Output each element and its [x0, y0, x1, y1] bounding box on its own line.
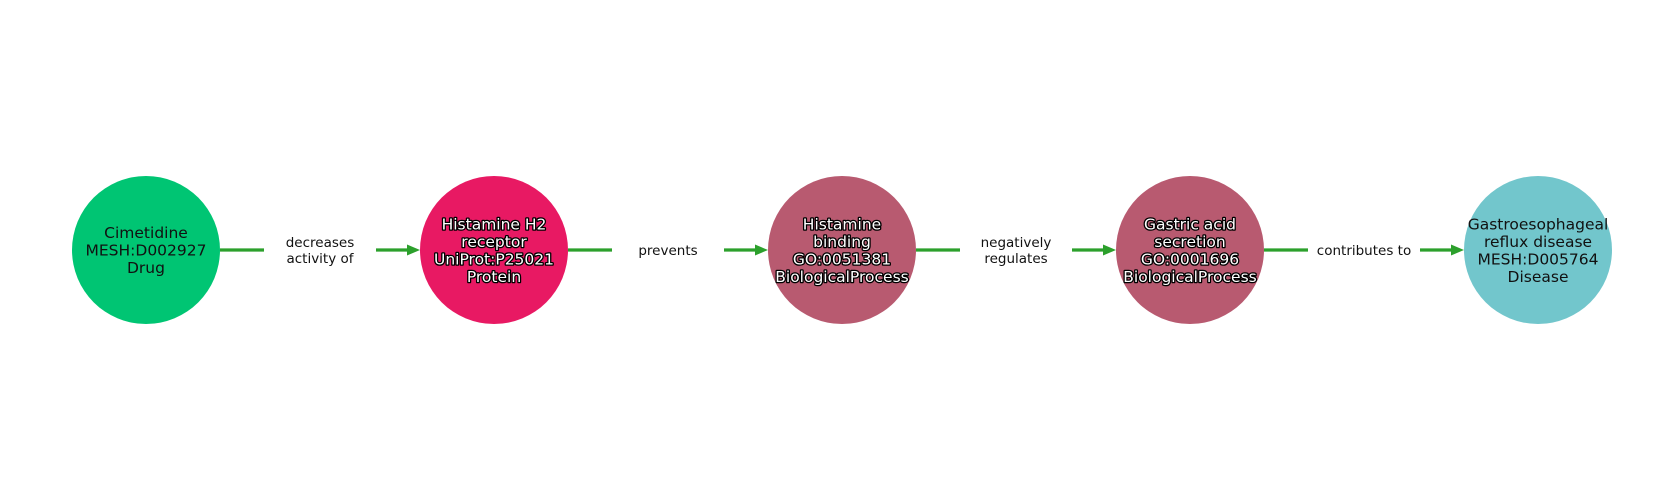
edge-label-text: prevents	[638, 243, 697, 259]
edge-label-background	[612, 239, 724, 261]
node-label-line: MESH:D002927	[86, 242, 207, 260]
edge-label-text: contributes to	[1317, 243, 1411, 259]
node-label-line: reflux disease	[1484, 233, 1592, 251]
edge-label-background	[264, 231, 376, 269]
node-label-line: Drug	[127, 259, 165, 277]
node-circle	[1464, 176, 1612, 324]
node-label-line: Disease	[1508, 268, 1569, 286]
arrowhead-icon	[1451, 244, 1464, 256]
arrowhead-icon	[1103, 244, 1116, 256]
node-label-line: Histamine H2	[442, 215, 547, 233]
node-label-line: Protein	[467, 268, 521, 286]
edge-label-line: regulates	[984, 251, 1047, 267]
arrowhead-icon	[407, 244, 420, 256]
node-label-line: BiologicalProcess	[1123, 268, 1256, 286]
node-label-line: Gastroesophageal	[1468, 215, 1609, 233]
edge-label-line: negatively	[981, 235, 1052, 251]
node-circle	[72, 176, 220, 324]
node-label-line: binding	[813, 233, 871, 251]
arrowhead-icon	[755, 244, 768, 256]
edge-label: prevents	[612, 239, 724, 261]
node-label-line: Gastric acid	[1144, 215, 1236, 233]
node-label-line: GO:0051381	[793, 250, 891, 268]
edge-label-line: decreases	[286, 235, 355, 251]
edge-label-line: contributes to	[1317, 243, 1411, 259]
node-label-line: secretion	[1154, 233, 1225, 251]
node-label-line: receptor	[461, 233, 527, 251]
node-circle	[1116, 176, 1264, 324]
node-label-line: UniProt:P25021	[434, 250, 554, 268]
node-label-line: MESH:D005764	[1478, 250, 1599, 268]
node-label-line: GO:0001696	[1141, 250, 1239, 268]
edge-label-line: prevents	[638, 243, 697, 259]
node-label-line: BiologicalProcess	[775, 268, 908, 286]
node-label-line: Histamine	[803, 215, 881, 233]
edge-label: contributes to	[1308, 239, 1420, 261]
node-circle	[768, 176, 916, 324]
node-circle	[420, 176, 568, 324]
edge-label-background	[1308, 239, 1420, 261]
edge-label-background	[960, 231, 1072, 269]
node-label-line: Cimetidine	[104, 224, 188, 242]
edge-label-line: activity of	[286, 251, 354, 267]
